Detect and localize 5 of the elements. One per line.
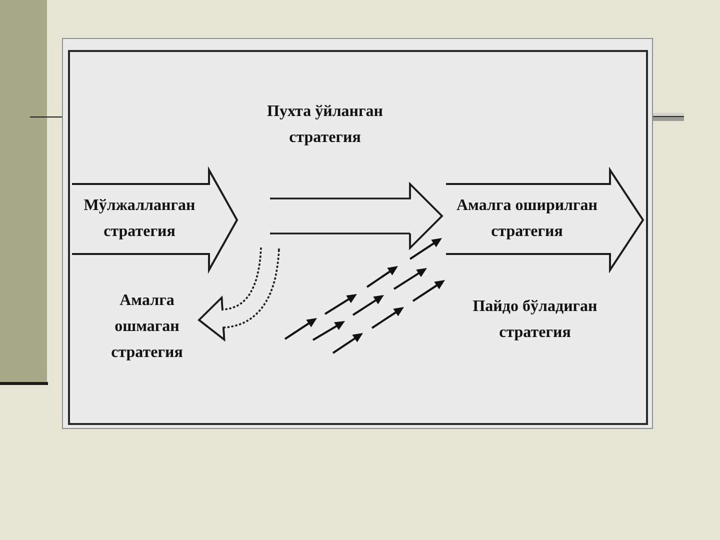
edge-label: Пухта ўйланган стратегия xyxy=(266,102,384,148)
text-label: Пайдо бўладиган стратегия xyxy=(472,297,598,343)
node-label: Мўлжалланган стратегия xyxy=(82,196,196,242)
node-label: Амалга оширилган стратегия xyxy=(455,196,599,242)
node-text: Амалга ошмаган стратегия xyxy=(98,288,196,366)
